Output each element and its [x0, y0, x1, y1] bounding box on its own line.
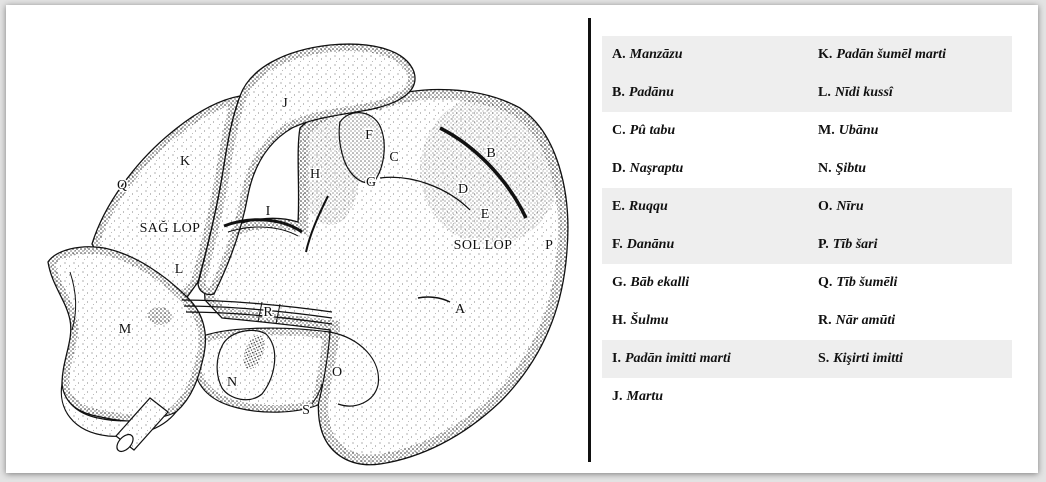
- legend-entry-b: B. Padānu: [602, 85, 808, 101]
- legend-key: A.: [612, 47, 626, 62]
- label-i: I: [266, 204, 271, 219]
- legend-row: D. Naşraptu N. Şibtu: [602, 150, 1012, 188]
- legend-entry-r: R. Nār amūti: [808, 313, 1012, 329]
- label-b: B: [486, 146, 495, 161]
- legend-term: Ubānu: [839, 123, 879, 138]
- legend-entry-p: P. Tīb šari: [808, 237, 1012, 253]
- legend-row: E. Ruqqu O. Nīru: [602, 188, 1012, 226]
- legend-entry-a: A. Manzāzu: [602, 47, 808, 63]
- legend-term: Tīb šumēli: [836, 275, 897, 290]
- label-r: R: [263, 305, 273, 320]
- legend-row: C. Pû tabu M. Ubānu: [602, 112, 1012, 150]
- legend-key: M.: [818, 123, 835, 138]
- legend-entry-n: N. Şibtu: [808, 161, 1012, 177]
- legend-row: F. Danānu P. Tīb šari: [602, 226, 1012, 264]
- legend-key: F.: [612, 237, 623, 252]
- label-d: D: [458, 182, 468, 197]
- label-f: F: [365, 128, 373, 143]
- legend-row: I. Padān imitti marti S. Kişirti imitti: [602, 340, 1012, 378]
- liver-diagram: J K Q SAĞ LOP I H F C G B D E SOL LOP P …: [0, 0, 590, 482]
- label-j: J: [282, 96, 288, 111]
- label-l: L: [175, 262, 184, 277]
- label-o: O: [332, 365, 342, 380]
- legend-term: Nīdi kussî: [835, 85, 893, 100]
- legend-key: K.: [818, 47, 832, 62]
- legend-entry-q: Q. Tīb šumēli: [808, 275, 1012, 291]
- legend-key: G.: [612, 275, 626, 290]
- label-e: E: [481, 207, 490, 222]
- label-s: S: [302, 403, 310, 418]
- legend-term: Ruqqu: [629, 199, 668, 214]
- legend-term: Martu: [627, 389, 664, 404]
- legend-entry-e: E. Ruqqu: [602, 199, 808, 215]
- legend-term: Kişirti imitti: [833, 351, 903, 366]
- label-sag-lop: SAĞ LOP: [140, 219, 201, 236]
- label-sol-lop: SOL LOP: [454, 238, 513, 253]
- legend-term: Pû tabu: [630, 123, 676, 138]
- label-q: Q: [117, 178, 127, 193]
- legend-key: H.: [612, 313, 626, 328]
- legend-key: J.: [612, 389, 623, 404]
- legend-term: Padān imitti marti: [625, 351, 731, 366]
- legend-entry-c: C. Pû tabu: [602, 123, 808, 139]
- label-k: K: [180, 154, 190, 169]
- legend-term: Padānu: [629, 85, 674, 100]
- legend-entry-m: M. Ubānu: [808, 123, 1012, 139]
- legend-term: Şibtu: [836, 161, 866, 176]
- divider-line: [588, 18, 591, 462]
- label-m: M: [119, 322, 132, 337]
- label-c: C: [389, 150, 398, 165]
- legend-term: Nīru: [836, 199, 863, 214]
- legend-key: D.: [612, 161, 626, 176]
- legend-entry-d: D. Naşraptu: [602, 161, 808, 177]
- legend-term: Naşraptu: [630, 161, 684, 176]
- legend-key: O.: [818, 199, 832, 214]
- legend-key: E.: [612, 199, 625, 214]
- legend-term: Manzāzu: [630, 47, 683, 62]
- legend-entry-f: F. Danānu: [602, 237, 808, 253]
- legend-row: G. Bāb ekalli Q. Tīb šumēli: [602, 264, 1012, 302]
- label-p: P: [545, 238, 553, 253]
- legend-entry-o: O. Nīru: [808, 199, 1012, 215]
- legend-term: Bāb ekalli: [630, 275, 689, 290]
- label-a: A: [455, 302, 466, 317]
- legend-term: Padān šumēl marti: [836, 47, 946, 62]
- legend-entry-g: G. Bāb ekalli: [602, 275, 808, 291]
- legend-term: Šulmu: [630, 313, 668, 328]
- legend-key: S.: [818, 351, 829, 366]
- legend-key: Q.: [818, 275, 832, 290]
- legend-key: C.: [612, 123, 626, 138]
- legend-key: B.: [612, 85, 625, 100]
- legend-key: N.: [818, 161, 832, 176]
- legend-row: H. Šulmu R. Nār amūti: [602, 302, 1012, 340]
- legend-row: B. Padānu L. Nīdi kussî: [602, 74, 1012, 112]
- legend-term: Nār amūti: [836, 313, 896, 328]
- label-g: G: [366, 175, 376, 190]
- legend-entry-l: L. Nīdi kussî: [808, 85, 1012, 101]
- legend-term: Tīb šari: [833, 237, 878, 252]
- legend-entry-k: K. Padān šumēl marti: [808, 47, 1012, 63]
- legend-entry-s: S. Kişirti imitti: [808, 351, 1012, 367]
- legend-term: Danānu: [627, 237, 674, 252]
- label-h: H: [310, 167, 320, 182]
- label-n: N: [227, 375, 237, 390]
- legend-entry-i: I. Padān imitti marti: [602, 351, 808, 367]
- legend-key: I.: [612, 351, 621, 366]
- legend-table: A. Manzāzu K. Padān šumēl marti B. Padānu L…: [602, 36, 1012, 416]
- legend-row: J. Martu: [602, 378, 1012, 416]
- legend-entry-j: J. Martu: [602, 389, 808, 405]
- legend-key: P.: [818, 237, 829, 252]
- legend-row: A. Manzāzu K. Padān šumēl marti: [602, 36, 1012, 74]
- legend-entry-h: H. Šulmu: [602, 313, 808, 329]
- legend-key: L.: [818, 85, 831, 100]
- legend-key: R.: [818, 313, 832, 328]
